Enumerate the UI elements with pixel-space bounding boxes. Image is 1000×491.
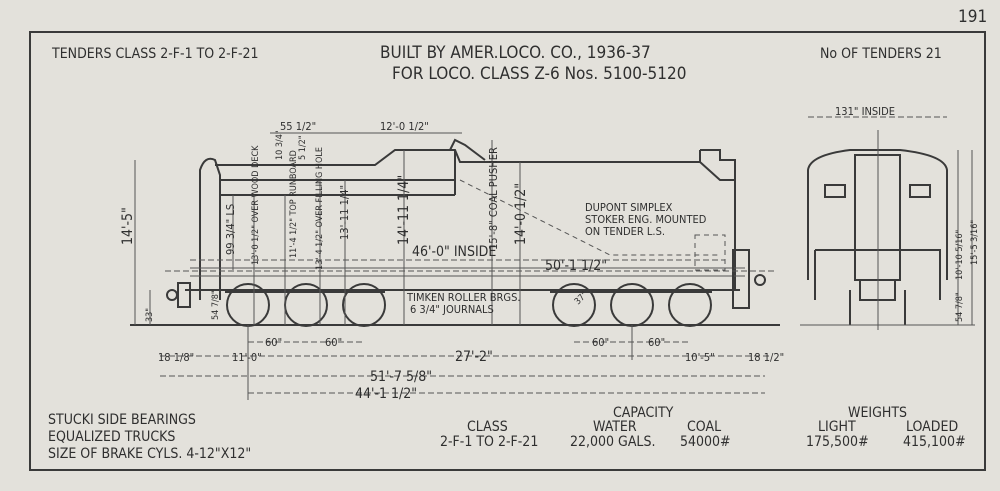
- dim-10: 10 3/4": [275, 130, 285, 160]
- dim-12: 12'-0 1/2": [380, 120, 429, 133]
- note-side-bearings: STUCKI SIDE BEARINGS: [48, 412, 196, 428]
- wheel: [668, 283, 712, 327]
- wheel-spacing-2: 60": [325, 336, 342, 349]
- timken-note-2: 6 3/4" JOURNALS: [410, 303, 494, 316]
- wheel-spacing-4: 60": [648, 336, 665, 349]
- tender-side-view: [130, 132, 780, 327]
- page-number: 191: [958, 7, 987, 27]
- end-dim-54: 54 7/8": [955, 292, 965, 322]
- dim-51-7: 51'-7 5/8": [370, 369, 432, 385]
- note-trucks: EQUALIZED TRUCKS: [48, 429, 175, 445]
- dim-14-11: 14'-11 1/4": [396, 175, 412, 245]
- light-label: LIGHT: [818, 419, 856, 435]
- tender-class-title: TENDERS CLASS 2-F-1 TO 2-F-21: [51, 46, 259, 62]
- tender-end-view: [800, 116, 975, 330]
- wheel: [342, 283, 386, 327]
- dim-44-1: 44'-1 1/2": [355, 386, 417, 402]
- dim-55: 55 1/2": [280, 120, 316, 133]
- dim-13-0: 13'-0 1/2" OVER WOOD DECK: [251, 145, 261, 265]
- wheel-spacing-1: 60": [265, 336, 282, 349]
- for-loco-title: FOR LOCO. CLASS Z-6 Nos. 5100-5120: [392, 64, 686, 84]
- dupont-note-3: ON TENDER L.S.: [585, 225, 665, 238]
- loaded-label: LOADED: [906, 419, 958, 435]
- dim-10-5: 10'-5": [685, 351, 715, 364]
- dim-11-0: 11'-0": [232, 351, 262, 364]
- dim-5: 5 1/2": [298, 136, 308, 160]
- note-brake-cyls: SIZE OF BRAKE CYLS. 4-12"X12": [48, 446, 251, 462]
- coal-value: 54000#: [680, 434, 731, 450]
- built-by-title: BUILT BY AMER.LOCO. CO., 1936-37: [380, 43, 651, 63]
- coal-label: COAL: [687, 419, 721, 435]
- dim-15-8: 15'-8" COAL PUSHER: [487, 147, 500, 250]
- dim-27-2: 27'-2": [455, 349, 493, 365]
- capacity-label: CAPACITY: [613, 405, 674, 421]
- num-tenders: No OF TENDERS 21: [820, 46, 942, 62]
- dupont-note-2: STOKER ENG. MOUNTED: [585, 213, 707, 226]
- class-value: 2-F-1 TO 2-F-21: [440, 434, 538, 450]
- end-dim-15-5: 15'-5 3/16": [970, 220, 980, 265]
- dim-14-0: 14'-0 1/2": [513, 183, 529, 245]
- end-view-inside-width: 131" INSIDE: [835, 105, 895, 118]
- dim-33: 33": [145, 308, 155, 322]
- dim-54: 54 7/8": [211, 290, 221, 320]
- dim-14-5: 14'-5": [120, 207, 136, 245]
- dim-18-1-2: 18 1/2": [748, 351, 784, 364]
- wheel: [552, 283, 596, 327]
- bottom-dimensions: [160, 325, 770, 400]
- timken-note-1: TIMKEN ROLLER BRGS.: [406, 291, 521, 304]
- loaded-value: 415,100#: [903, 434, 966, 450]
- end-dim-10-10: 10'-10 5/16": [955, 230, 965, 280]
- water-value: 22,000 GALS.: [570, 434, 655, 450]
- class-label: CLASS: [467, 419, 508, 435]
- dim-46-inside: 46'-0" INSIDE: [412, 244, 496, 260]
- dim-50: 50'-1 1/2": [545, 258, 607, 274]
- light-value: 175,500#: [806, 434, 869, 450]
- dim-11-4: 11'-4 1/2" TOP RUNBOARD: [289, 150, 299, 258]
- weights-label: WEIGHTS: [848, 405, 907, 421]
- drawing-border: [29, 31, 986, 471]
- dim-13-4: 13'-4 1/2" OVER FILLING HOLE: [315, 147, 325, 270]
- dim-13-11: 13'-11 1/4": [338, 185, 351, 240]
- dim-18-1-8: 18 1/8": [158, 351, 194, 364]
- dupont-note-1: DUPONT SIMPLEX: [585, 201, 673, 214]
- dim-99: 99 3/4" LS: [224, 204, 237, 255]
- water-label: WATER: [593, 419, 637, 435]
- wheel-spacing-3: 60": [592, 336, 609, 349]
